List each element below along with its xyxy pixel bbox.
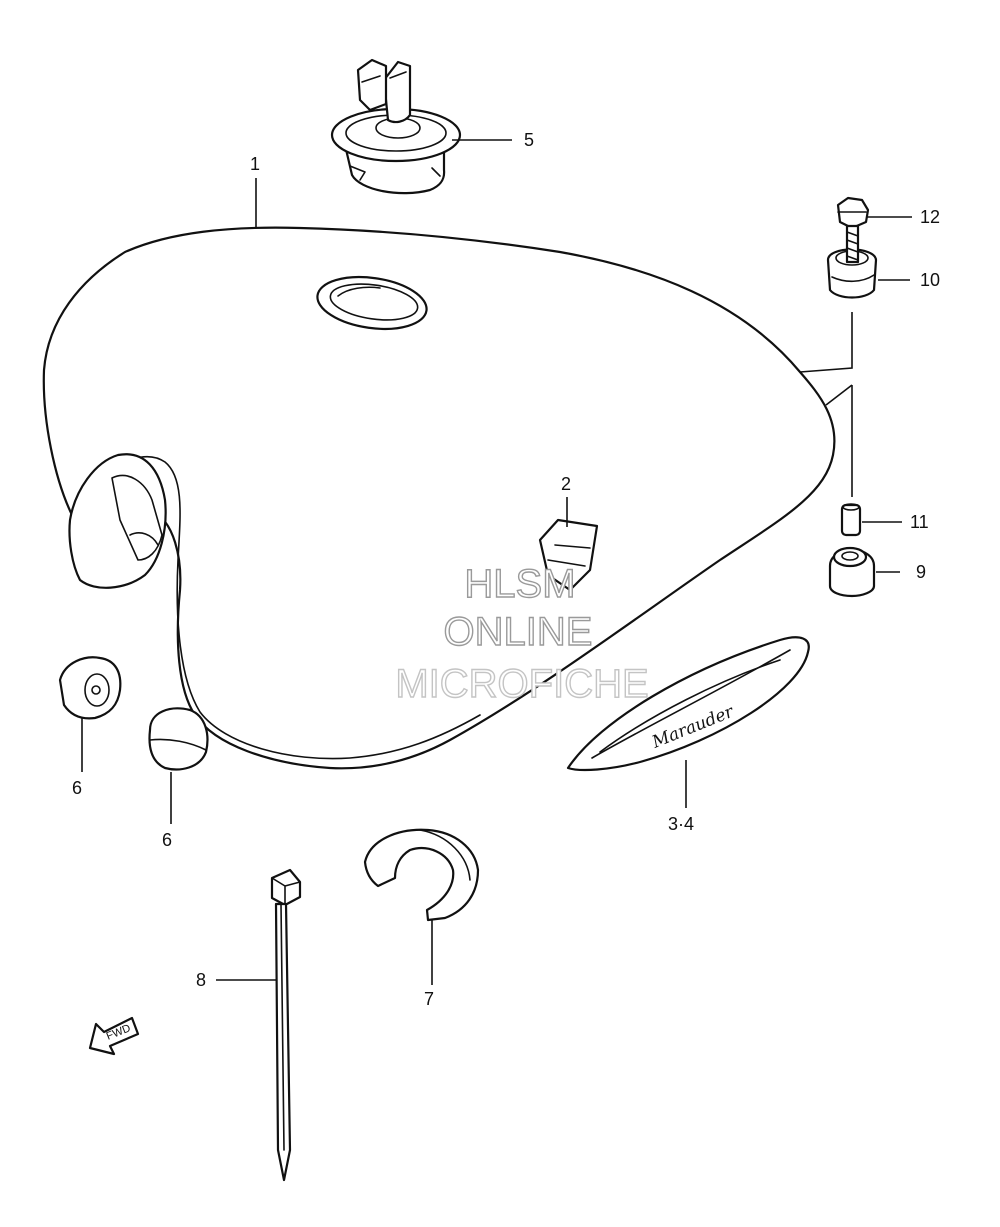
cushion-rubber-a	[58, 656, 122, 720]
fuel-cap	[330, 58, 462, 195]
forward-arrow-icon: FWD	[88, 1016, 140, 1056]
clamp	[363, 828, 480, 922]
watermark-line-2: ONLINE	[444, 610, 593, 654]
label-12: 12	[920, 207, 940, 227]
label-6b: 6	[162, 830, 172, 850]
watermark-line-1: HLSM	[464, 562, 575, 606]
label-9: 9	[916, 562, 926, 582]
decal-emblem	[538, 518, 599, 592]
label-10: 10	[920, 270, 940, 290]
cushion-rubber-b	[148, 707, 209, 771]
cushion	[826, 248, 878, 299]
label-5: 5	[524, 130, 534, 150]
collar	[840, 503, 862, 537]
part-labels: 1 2 3·4 5 6 6 7 8 9 10 11 12	[72, 130, 940, 1009]
label-11: 11	[910, 512, 929, 532]
grommet	[828, 546, 876, 598]
label-8: 8	[196, 970, 206, 990]
watermark: HLSM ONLINE MICROFICHE	[395, 561, 650, 706]
bolt	[836, 196, 870, 264]
watermark-line-3: MICROFICHE	[395, 662, 648, 706]
fuel-tank	[42, 226, 836, 770]
label-2: 2	[561, 474, 571, 494]
label-6a: 6	[72, 778, 82, 798]
cable-tie	[270, 868, 302, 1182]
leader-lines	[81, 139, 912, 985]
label-1: 1	[250, 154, 260, 174]
label-7: 7	[424, 989, 434, 1009]
label-3-4: 3·4	[668, 814, 694, 834]
